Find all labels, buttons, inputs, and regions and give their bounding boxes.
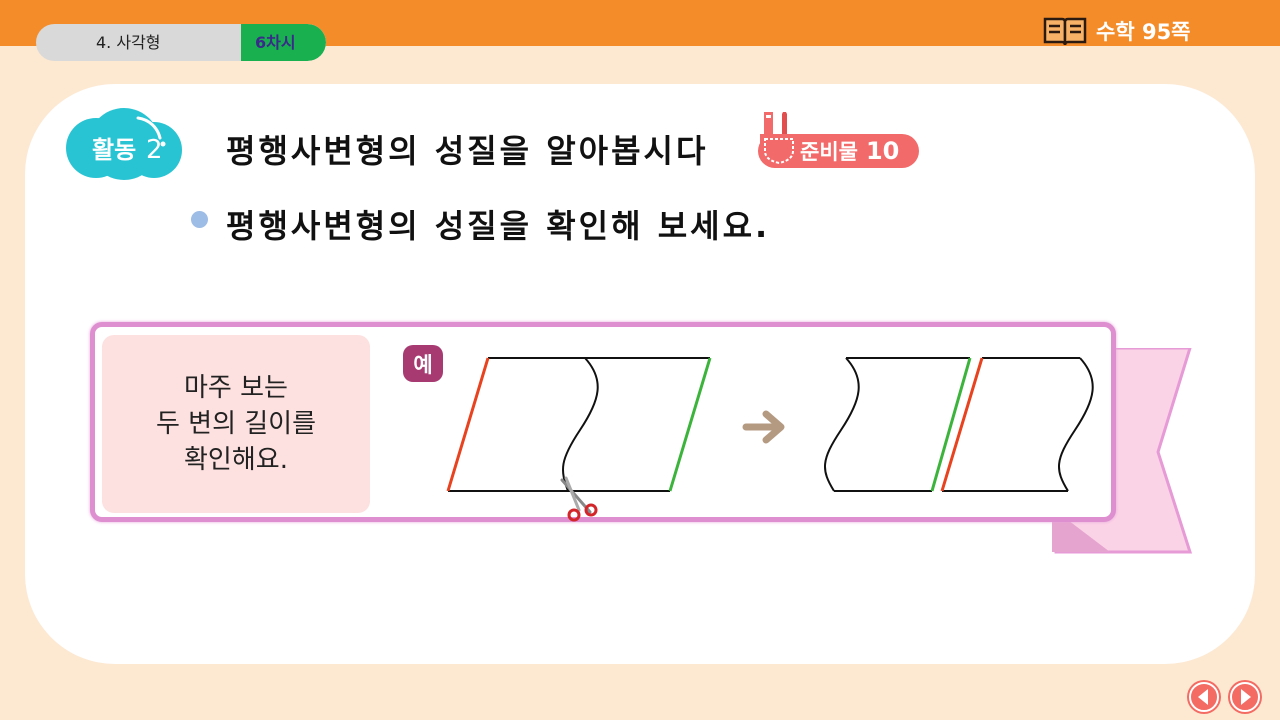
rearranged-piece-right [940,357,1094,492]
note-box: 마주 보는 두 변의 길이를 확인해요. [102,335,370,513]
activity-badge-number: 2 [146,135,163,165]
materials-badge[interactable]: 준비물 10 [758,134,919,168]
note-line: 마주 보는 [184,373,288,403]
pencil-pocket-icon [760,112,798,168]
textbook-reference: 수학 95쪽 [1042,14,1191,48]
materials-label: 준비물 [800,140,858,164]
cut-line [562,357,599,492]
breadcrumb: 4. 사각형 6차시 [36,24,326,61]
example-badge: 예 [403,345,443,382]
note-line: 두 변의 길이를 [155,409,317,439]
next-button[interactable] [1228,680,1262,714]
scissors-icon [560,476,598,522]
unit-label: 4. 사각형 [96,33,161,52]
prev-button[interactable] [1187,680,1221,714]
rearranged-piece-left [823,357,972,492]
bullet-dot [191,211,208,228]
open-book-icon [1043,17,1087,46]
task-instruction: 평행사변형의 성질을 확인해 보세요. [226,207,771,245]
lesson-label: 6차시 [241,24,326,61]
next-arrow-icon [1230,682,1260,712]
activity-badge-label: 활동 [92,136,136,164]
left-side-red [446,357,490,492]
parallelogram-diagram [446,357,1094,522]
activity-badge: 활동 2 [66,108,182,180]
right-side-green [668,357,712,492]
materials-number: 10 [865,137,900,165]
note-line: 확인해요. [184,445,288,475]
prev-arrow-icon [1189,682,1219,712]
right-arrow-icon [742,410,785,444]
parallelogram-before [446,357,712,492]
activity-title: 평행사변형의 성질을 알아봅시다 [226,132,709,170]
book-page-label: 수학 95쪽 [1096,20,1191,44]
